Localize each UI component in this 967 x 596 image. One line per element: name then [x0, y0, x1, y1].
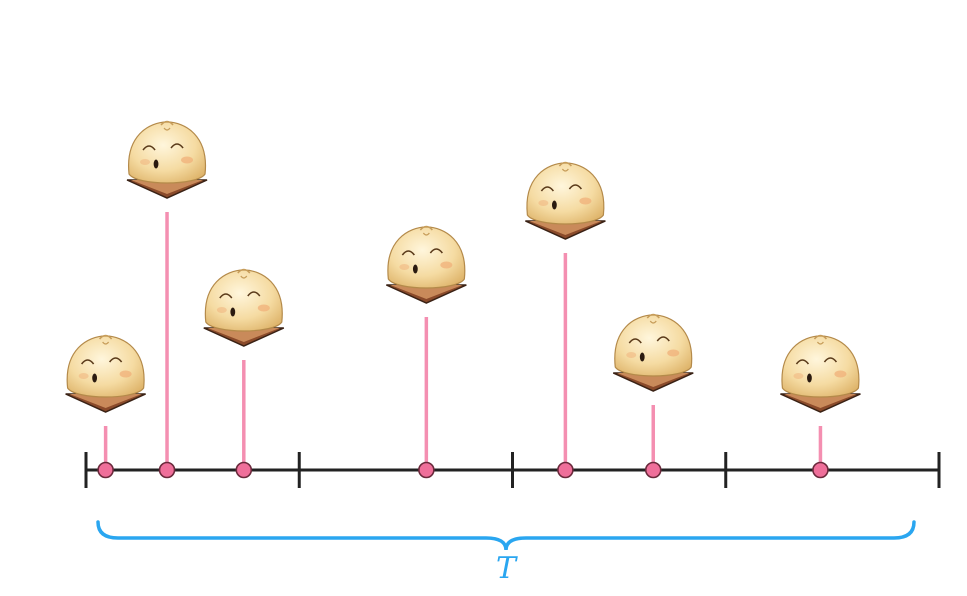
event-point: [235, 461, 253, 479]
steamed-bun-icon: [612, 313, 695, 392]
event-markers: [64, 120, 862, 413]
event-point: [557, 461, 574, 479]
event-point: [644, 461, 662, 479]
event-points: [97, 461, 829, 479]
event-point: [158, 461, 176, 479]
steamed-bun-icon: [779, 334, 862, 413]
period-label: T: [496, 551, 518, 586]
steamed-bun-icon: [126, 120, 208, 199]
event-point: [418, 461, 435, 479]
event-stems: [103, 212, 823, 470]
steamed-bun-icon: [385, 225, 468, 304]
steamed-bun-icon: [64, 334, 147, 413]
event-point: [97, 461, 114, 479]
event-point: [812, 461, 829, 479]
time-axis: [84, 452, 941, 488]
period-brace: [96, 520, 916, 551]
steamed-bun-icon: [524, 161, 607, 240]
steamed-bun-icon: [203, 268, 285, 347]
